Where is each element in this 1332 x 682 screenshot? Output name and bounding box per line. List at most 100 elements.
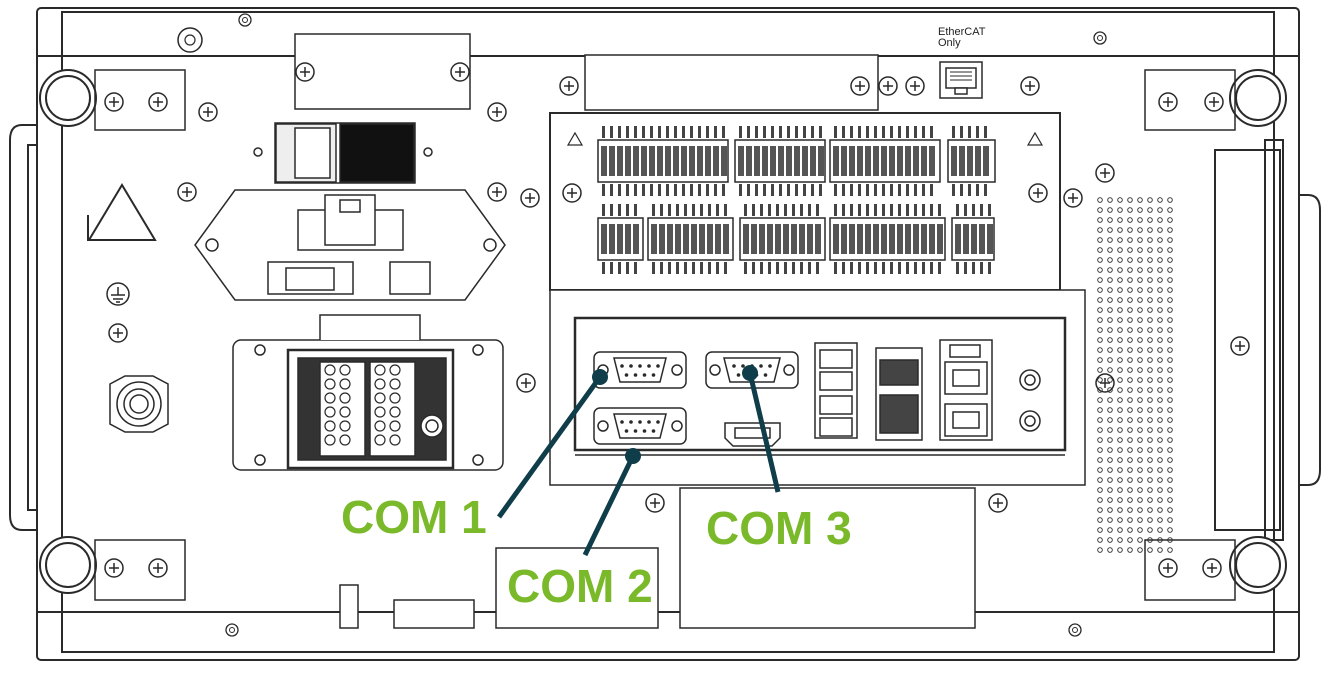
- vent-hole: [1107, 417, 1113, 423]
- terminal-marking: [634, 184, 637, 196]
- vent-hole: [1157, 537, 1163, 543]
- terminal-slot: [783, 224, 789, 254]
- terminal-marking: [972, 204, 975, 216]
- terminal-slot: [625, 146, 631, 176]
- terminal-marking: [666, 126, 669, 138]
- vent-hole: [1127, 437, 1133, 443]
- terminal-marking: [866, 126, 869, 138]
- terminal-marking: [692, 204, 695, 216]
- vent-hole: [1127, 237, 1133, 243]
- vent-hole: [1157, 197, 1163, 203]
- corner-feet: [39, 69, 1287, 594]
- terminal-slot: [767, 224, 773, 254]
- vent-hole: [1107, 537, 1113, 543]
- vent-hole: [1117, 257, 1123, 263]
- terminal-marking: [626, 184, 629, 196]
- terminal-slot: [905, 224, 911, 254]
- terminal-slot: [617, 146, 623, 176]
- vent-hole: [1107, 517, 1113, 523]
- vent-hole: [1097, 497, 1103, 503]
- connector-pin: [389, 378, 401, 390]
- terminal-marking: [898, 184, 901, 196]
- vent-hole: [1097, 467, 1103, 473]
- vent-hole: [1167, 517, 1173, 523]
- vent-hole: [1097, 457, 1103, 463]
- terminal-slot: [975, 146, 981, 176]
- vent-hole: [1097, 507, 1103, 513]
- usb-ports: [814, 342, 923, 441]
- connector-pin: [339, 406, 351, 418]
- terminal-slot: [691, 224, 697, 254]
- vent-hole: [1147, 277, 1153, 283]
- ethercat-port: [939, 61, 983, 99]
- terminal-marking: [776, 262, 779, 274]
- power-switch: [253, 122, 433, 184]
- bottom-blocks: [339, 487, 1008, 629]
- vent-hole: [1167, 207, 1173, 213]
- terminal-slot: [675, 224, 681, 254]
- vent-hole: [1137, 527, 1143, 533]
- vent-hole: [1157, 297, 1163, 303]
- vent-hole: [1147, 297, 1153, 303]
- vent-hole: [1147, 417, 1153, 423]
- vent-hole: [1147, 287, 1153, 293]
- vent-hole: [1117, 517, 1123, 523]
- vent-hole: [1147, 327, 1153, 333]
- vent-hole: [1127, 227, 1133, 233]
- terminal-slot: [905, 146, 911, 176]
- terminal-marking: [634, 126, 637, 138]
- terminal-marking: [744, 262, 747, 274]
- vent-hole: [1127, 537, 1133, 543]
- terminal-marking: [722, 184, 725, 196]
- hdmi-port: [724, 422, 781, 447]
- vent-hole: [1097, 337, 1103, 343]
- terminal-slot: [751, 224, 757, 254]
- vent-hole: [1157, 227, 1163, 233]
- terminal-slot: [707, 224, 713, 254]
- terminal-marking: [642, 126, 645, 138]
- terminal-slot: [873, 146, 879, 176]
- vent-hole: [1097, 307, 1103, 313]
- terminal-marking: [658, 126, 661, 138]
- terminal-slot: [963, 224, 969, 254]
- vent-hole: [1137, 197, 1143, 203]
- terminal-marking: [714, 184, 717, 196]
- vent-hole: [1127, 487, 1133, 493]
- vent-hole: [1147, 347, 1153, 353]
- vent-hole: [1117, 547, 1123, 553]
- vent-hole: [1147, 307, 1153, 313]
- rj45-ports: [939, 339, 993, 441]
- vent-hole: [1167, 397, 1173, 403]
- terminal-marking: [906, 126, 909, 138]
- vent-hole: [1137, 327, 1143, 333]
- terminal-marking: [976, 126, 979, 138]
- terminal-slot: [794, 146, 800, 176]
- terminal-marking: [763, 184, 766, 196]
- cable-gland: [109, 375, 169, 433]
- terminal-marking: [650, 184, 653, 196]
- terminal-marking: [938, 204, 941, 216]
- terminal-marking: [795, 126, 798, 138]
- vent-hole: [1137, 247, 1143, 253]
- vent-hole: [1097, 227, 1103, 233]
- vent-hole: [1137, 397, 1143, 403]
- vent-hole: [1147, 247, 1153, 253]
- terminal-marking: [660, 262, 663, 274]
- vent-hole: [1117, 207, 1123, 213]
- vent-hole: [1117, 447, 1123, 453]
- terminal-marking: [922, 204, 925, 216]
- terminal-slot: [770, 146, 776, 176]
- terminal-marking: [626, 204, 629, 216]
- db9-pin: [624, 373, 629, 377]
- vent-hole: [1117, 507, 1123, 513]
- ethercat-label-line2: Only: [938, 37, 961, 49]
- vent-hole: [1157, 367, 1163, 373]
- terminal-slot: [921, 146, 927, 176]
- vent-hole: [1167, 447, 1173, 453]
- vent-hole: [1167, 347, 1173, 353]
- vent-hole: [1167, 327, 1173, 333]
- terminal-marking: [618, 204, 621, 216]
- vent-hole: [1097, 347, 1103, 353]
- vent-hole: [1097, 437, 1103, 443]
